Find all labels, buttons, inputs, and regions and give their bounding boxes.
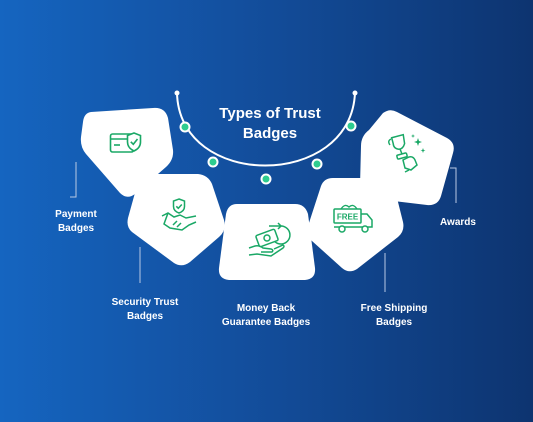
arc-dot: [260, 173, 272, 185]
badge-tile-money-back: [217, 204, 317, 304]
badge-tile-free-shipping: FREE: [305, 174, 405, 274]
handshake-shield-icon: [161, 198, 197, 231]
arc-end-dot-left: [174, 90, 180, 96]
label-security-trust-badges: Security Trust Badges: [111, 297, 179, 322]
label-money-back-guarantee-badges: Money Back Guarantee Badges: [221, 303, 311, 328]
trophy-icon: [388, 133, 426, 173]
tile-shape: [307, 178, 404, 272]
label-free-shipping-badges: Free Shipping Badges: [360, 303, 428, 328]
title-line-2: Badges: [242, 125, 298, 142]
arc-dot: [179, 121, 191, 133]
arc-dot: [311, 158, 323, 170]
arc-dot: [345, 120, 357, 132]
title-line-1: Types of Trust: [219, 105, 321, 122]
badge-tile-security: [126, 170, 226, 270]
connector-awards: [450, 167, 457, 203]
label-payment-badges: Payment Badges: [55, 209, 97, 234]
label-awards: Awards: [440, 217, 476, 228]
connector-payment: [70, 162, 77, 198]
truck-sign-text: FREE: [337, 213, 359, 222]
arc-dot: [207, 156, 219, 168]
badge-tile-awards: [357, 108, 457, 208]
tile-shape: [127, 174, 225, 266]
diagram-title: Types of Trust Badges: [190, 104, 350, 144]
money-back-icon: [248, 222, 291, 257]
delivery-truck-icon: FREE: [333, 204, 373, 233]
card-shield-icon: [109, 132, 142, 153]
arc-end-dot-right: [352, 90, 358, 96]
